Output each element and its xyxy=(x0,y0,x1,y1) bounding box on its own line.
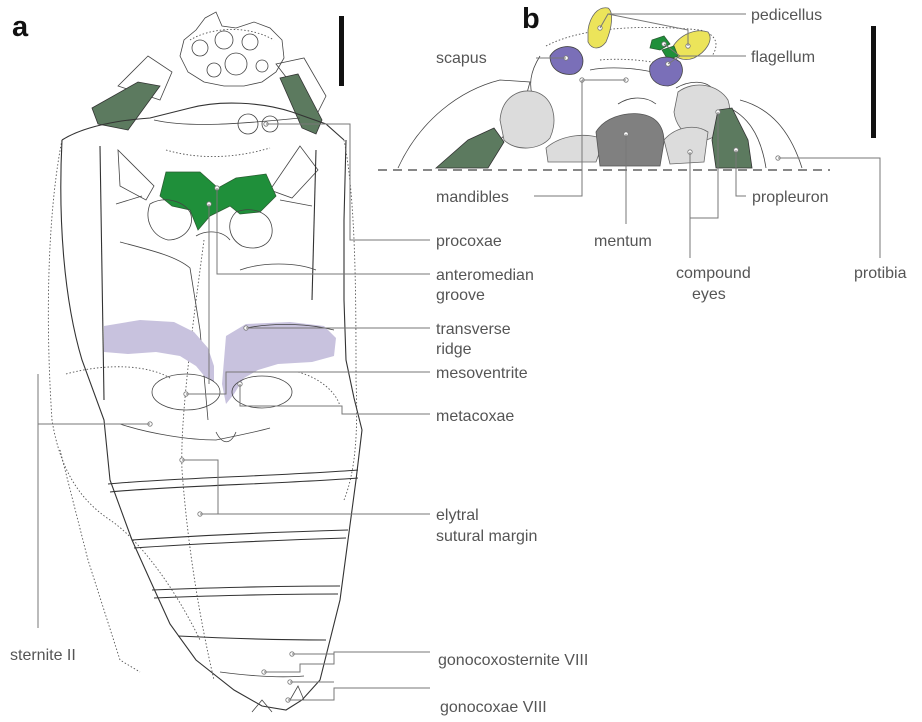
scale-bar-a xyxy=(339,16,344,86)
label-anteromedian-line2: groove xyxy=(436,287,485,304)
label-mandibles: mandibles xyxy=(436,189,509,206)
label-mesoventrite: mesoventrite xyxy=(436,365,528,382)
mesoventrite-region xyxy=(66,367,340,442)
label-sternite: sternite II xyxy=(10,647,76,664)
panel-b-letter: b xyxy=(522,3,540,35)
label-gonocoxae: gonocoxae VIII xyxy=(440,699,547,716)
label-elytral-line2: sutural margin xyxy=(436,528,537,545)
anteromedian-groove-patch xyxy=(160,172,276,230)
right-mandible-gray xyxy=(664,127,708,164)
panel-b: b xyxy=(378,3,907,303)
label-flagellum: flagellum xyxy=(751,49,815,66)
transverse-ridge-left xyxy=(104,320,214,382)
left-dark-green-patch xyxy=(92,82,160,130)
label-anteromedian-line1: anteromedian xyxy=(436,267,534,284)
scapus-right-patch xyxy=(650,57,683,86)
label-scapus: scapus xyxy=(436,50,487,67)
label-transverse-line1: transverse xyxy=(436,321,511,338)
label-compound-line2: eyes xyxy=(692,286,726,303)
label-compound-line1: compound xyxy=(676,265,751,282)
label-gonocoxosternite: gonocoxosternite VIII xyxy=(438,652,588,669)
label-procoxae: procoxae xyxy=(436,233,502,250)
left-mandible-gray xyxy=(546,135,604,162)
mentum-patch xyxy=(596,114,664,166)
transverse-ridge-right xyxy=(222,322,336,404)
label-protibia: protibia xyxy=(854,265,907,282)
scale-bar-b xyxy=(871,26,876,138)
label-mentum: mentum xyxy=(594,233,652,250)
label-transverse-line2: ridge xyxy=(436,341,472,358)
flagellum-patch-1 xyxy=(650,36,670,50)
label-elytral-line1: elytral xyxy=(436,507,479,524)
panel-a-letter: a xyxy=(12,11,29,43)
label-pedicellus: pedicellus xyxy=(751,7,822,24)
abdomen-a xyxy=(60,450,358,712)
left-compound-eye xyxy=(500,91,554,148)
right-dark-green-patch xyxy=(280,74,322,134)
body-outline-a xyxy=(48,140,362,710)
label-propleuron: propleuron xyxy=(752,189,829,206)
label-metacoxae: metacoxae xyxy=(436,408,514,425)
left-green-propleuron xyxy=(436,128,504,168)
